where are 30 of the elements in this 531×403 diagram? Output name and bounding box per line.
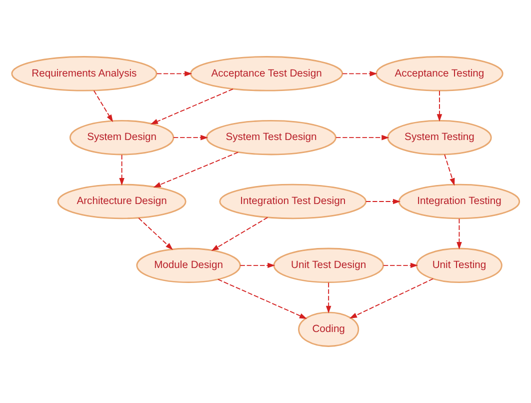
arrow xyxy=(211,217,268,251)
arrow xyxy=(456,218,462,250)
node-ellipse: Architecture Design xyxy=(57,184,186,220)
arrow xyxy=(150,88,234,124)
arrow xyxy=(240,262,276,268)
arrow xyxy=(138,218,173,250)
arrow xyxy=(119,154,124,186)
node-ellipse: Integration Testing xyxy=(398,184,520,220)
arrow xyxy=(366,198,401,204)
node-ellipse: System Testing xyxy=(387,120,492,156)
arrow xyxy=(382,262,418,268)
arrow xyxy=(153,152,239,188)
arrow xyxy=(436,90,442,122)
arrow xyxy=(93,90,114,122)
arrow xyxy=(336,134,390,140)
node-ellipse: Unit Test Design xyxy=(273,248,384,284)
arrow xyxy=(444,154,455,186)
node-ellipse: Acceptance Test Design xyxy=(190,56,344,92)
node-ellipse: Unit Testing xyxy=(416,248,502,284)
arrow xyxy=(217,278,308,319)
node-ellipse: Integration Test Design xyxy=(219,184,367,220)
node-ellipse: Module Design xyxy=(136,248,241,284)
arrow xyxy=(326,282,332,314)
node-ellipse: System Test Design xyxy=(206,120,336,156)
arrow xyxy=(173,134,208,140)
node-ellipse: Requirements Analysis xyxy=(11,56,158,92)
arrow xyxy=(156,71,192,76)
node-ellipse: Acceptance Testing xyxy=(376,56,504,92)
arrow xyxy=(349,278,434,318)
arrow xyxy=(342,71,378,76)
